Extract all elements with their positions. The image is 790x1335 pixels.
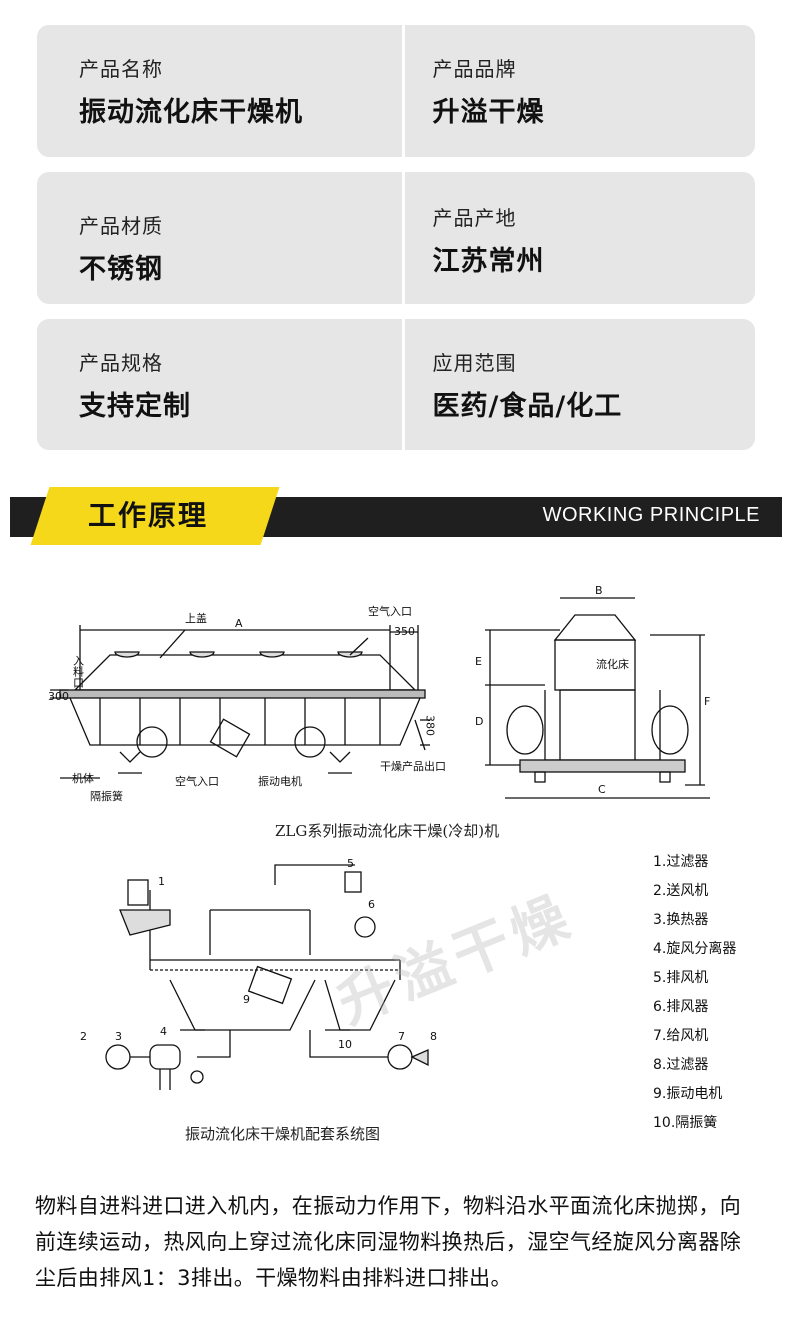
system-number: 1 <box>158 875 165 888</box>
exhaust-device <box>354 916 376 938</box>
dryer-cover <box>73 654 417 691</box>
spec-value: 支持定制 <box>79 390 191 422</box>
label-dim-b: B <box>595 584 603 597</box>
section-banner: 工作原理 WORKING PRINCIPLE <box>10 487 782 545</box>
system-number: 5 <box>347 857 354 870</box>
section-title: 工作原理 <box>88 499 209 532</box>
exhaust-fan <box>344 871 362 893</box>
diagram1-caption: ZLG系列振动流化床干燥(冷却)机 <box>275 822 500 840</box>
spec-label: 产品品牌 <box>432 57 517 81</box>
system-number: 6 <box>368 898 375 911</box>
diagram-area: 上盖 A 空气入口 350 入料口 300 380 干燥产品出口 机体 隔振簧 … <box>20 560 780 1160</box>
legend-item: 9.振动电机 <box>653 1086 723 1102</box>
spec-cell-application: 应用范围 医药/食品/化工 <box>404 319 755 450</box>
label-feed-inlet: 入料口 <box>72 655 85 688</box>
legend-item: 8.过滤器 <box>653 1057 709 1073</box>
vibration-motor <box>209 718 251 758</box>
spec-label: 产品材质 <box>79 214 163 238</box>
label-dim-e: E <box>475 655 482 668</box>
air-port <box>136 726 168 758</box>
intake-fan <box>387 1044 413 1070</box>
spec-row: 产品名称 振动流化床干燥机 产品品牌 升溢干燥 <box>37 25 755 157</box>
spec-value: 升溢干燥 <box>432 97 545 128</box>
spec-cell-brand: 产品品牌 升溢干燥 <box>404 25 755 157</box>
legend-item: 6.排风器 <box>653 999 709 1015</box>
label-dim-380: 380 <box>424 715 437 736</box>
supply-fan <box>105 1044 131 1070</box>
label-cover: 上盖 <box>185 611 207 625</box>
legend-item: 2.送风机 <box>653 883 709 899</box>
legend-item: 1.过滤器 <box>653 854 709 870</box>
spec-cell-name: 产品名称 振动流化床干燥机 <box>37 25 402 157</box>
system-number: 3 <box>115 1030 122 1043</box>
heat-exchanger <box>149 1044 181 1070</box>
legend-item: 10.隔振簧 <box>653 1115 718 1131</box>
spec-label: 产品名称 <box>79 57 163 81</box>
label-dim-f: F <box>704 695 710 708</box>
label-dim-350: 350 <box>394 625 415 638</box>
dryer-rim <box>59 689 426 699</box>
label-air-inlet-bottom: 空气入口 <box>175 774 219 788</box>
motor-left <box>506 705 544 755</box>
label-fluid-bed: 流化床 <box>596 657 629 671</box>
spec-value: 不锈钢 <box>79 254 163 285</box>
system-hopper <box>169 979 396 1031</box>
system-number: 2 <box>80 1030 87 1043</box>
spec-value: 振动流化床干燥机 <box>79 97 303 128</box>
section-title-en: WORKING PRINCIPLE <box>542 504 760 526</box>
spec-label: 应用范围 <box>432 350 517 375</box>
legend-item: 3.换热器 <box>653 912 709 928</box>
fluid-bed-chamber <box>559 689 636 769</box>
system-number: 4 <box>160 1025 167 1038</box>
label-dim-a: A <box>235 617 243 630</box>
label-body: 机体 <box>72 771 94 785</box>
diagram2-caption: 振动流化床干燥机配套系统图 <box>185 1125 381 1143</box>
system-number: 9 <box>243 993 250 1006</box>
spec-row: 产品材质 不锈钢 产品产地 江苏常州 <box>37 172 755 304</box>
legend-item: 7.给风机 <box>653 1028 709 1044</box>
spring-mount <box>119 751 351 763</box>
spec-cell-material: 产品材质 不锈钢 <box>37 172 402 304</box>
system-number: 8 <box>430 1030 437 1043</box>
spec-row: 产品规格 支持定制 应用范围 医药/食品/化工 <box>37 319 755 450</box>
label-dim-c: C <box>598 783 606 796</box>
system-legend: 1.过滤器 2.送风机 3.换热器 4.旋风分离器 5.排风机 6.排风器 7.… <box>653 848 736 1138</box>
spec-value: 江苏常州 <box>432 246 545 277</box>
legend-item: 5.排风机 <box>653 970 709 986</box>
system-number: 10 <box>338 1038 352 1051</box>
motor-right <box>651 705 689 755</box>
dryer-diagrams: 上盖 A 空气入口 350 入料口 300 380 干燥产品出口 机体 隔振簧 … <box>48 584 710 1090</box>
spec-value: 医药/食品/化工 <box>432 390 623 422</box>
principle-description: 物料自进料进口进入机内，在振动力作用下，物料沿水平面流化床抛掷，向前连续运动，热… <box>35 1194 742 1290</box>
label-product-outlet: 干燥产品出口 <box>380 759 446 773</box>
dryer-body <box>69 697 421 746</box>
spec-cell-origin: 产品产地 江苏常州 <box>404 172 755 304</box>
label-motor: 振动电机 <box>258 774 302 788</box>
spec-table: 产品名称 振动流化床干燥机 产品品牌 升溢干燥 产品材质 不锈钢 产品产地 江苏… <box>37 25 755 450</box>
air-port <box>294 726 326 758</box>
system-number: 7 <box>398 1030 405 1043</box>
legend-item: 4.旋风分离器 <box>653 941 737 957</box>
label-air-inlet-top: 空气入口 <box>368 604 412 618</box>
system-vibration-motor <box>247 965 293 1005</box>
spec-label: 产品规格 <box>79 350 163 375</box>
label-spring: 隔振簧 <box>90 789 123 803</box>
spec-label: 产品产地 <box>432 206 517 230</box>
spec-cell-size: 产品规格 支持定制 <box>37 319 402 450</box>
label-dim-300: 300 <box>48 690 69 703</box>
label-dim-d: D <box>475 715 483 728</box>
